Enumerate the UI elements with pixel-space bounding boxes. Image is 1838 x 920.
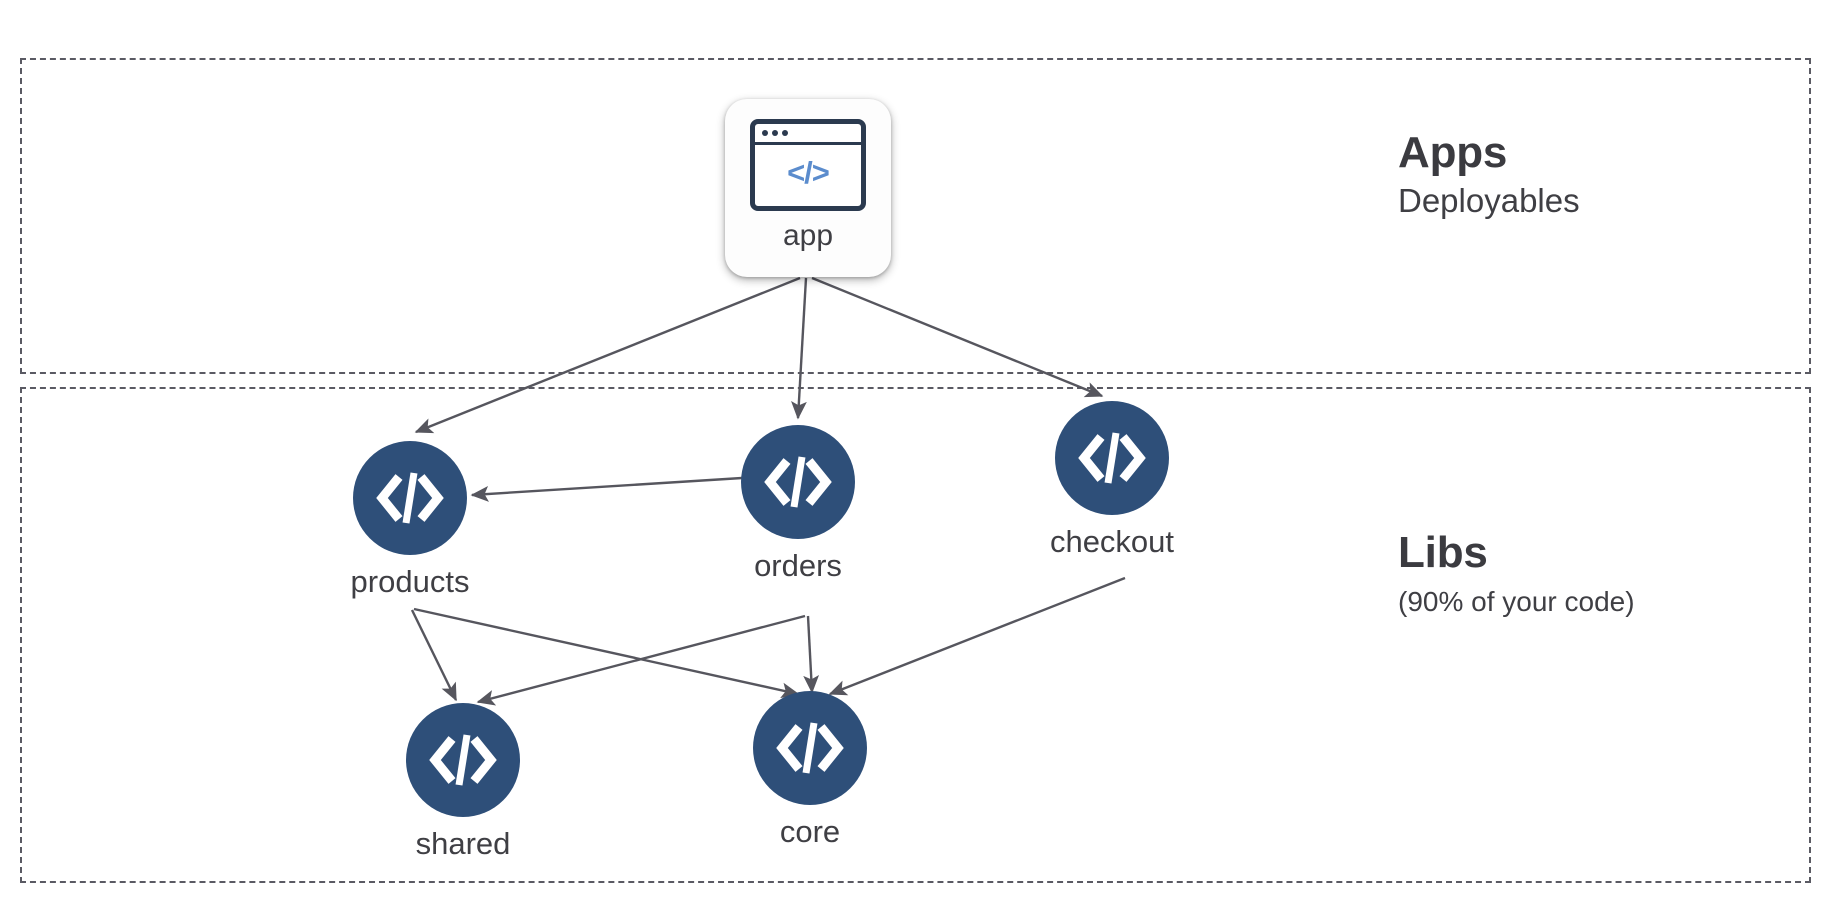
code-brackets-icon (1055, 401, 1169, 515)
node-shared-label: shared (415, 826, 511, 861)
zone-libs-title: Libs (1398, 528, 1488, 577)
zone-libs-subtitle: (90% of your code) (1398, 586, 1635, 618)
code-mark: </> (787, 155, 830, 190)
node-core-label: core (779, 814, 841, 849)
node-products[interactable]: products (300, 441, 520, 600)
browser-code-icon: </> (750, 119, 866, 211)
node-app[interactable]: </> app (725, 99, 891, 277)
node-app-label: app (782, 219, 834, 252)
node-orders[interactable]: orders (688, 425, 908, 584)
browser-dot (762, 130, 768, 136)
node-checkout[interactable]: checkout (1002, 401, 1222, 560)
browser-dot (782, 130, 788, 136)
node-checkout-label: checkout (1049, 524, 1175, 559)
node-shared[interactable]: shared (353, 703, 573, 862)
node-core[interactable]: core (700, 691, 920, 850)
node-orders-label: orders (754, 548, 842, 583)
code-brackets-icon (741, 425, 855, 539)
code-brackets-icon (406, 703, 520, 817)
code-brackets-icon (353, 441, 467, 555)
browser-titlebar (755, 124, 861, 145)
zone-apps-title: Apps (1398, 128, 1508, 177)
zone-caption-apps: Apps Deployables (1398, 128, 1580, 220)
zone-caption-libs: Libs (90% of your code) (1398, 528, 1635, 618)
code-brackets-icon (753, 691, 867, 805)
zone-apps-subtitle: Deployables (1398, 182, 1580, 220)
node-products-label: products (350, 564, 470, 599)
browser-dot (772, 130, 778, 136)
